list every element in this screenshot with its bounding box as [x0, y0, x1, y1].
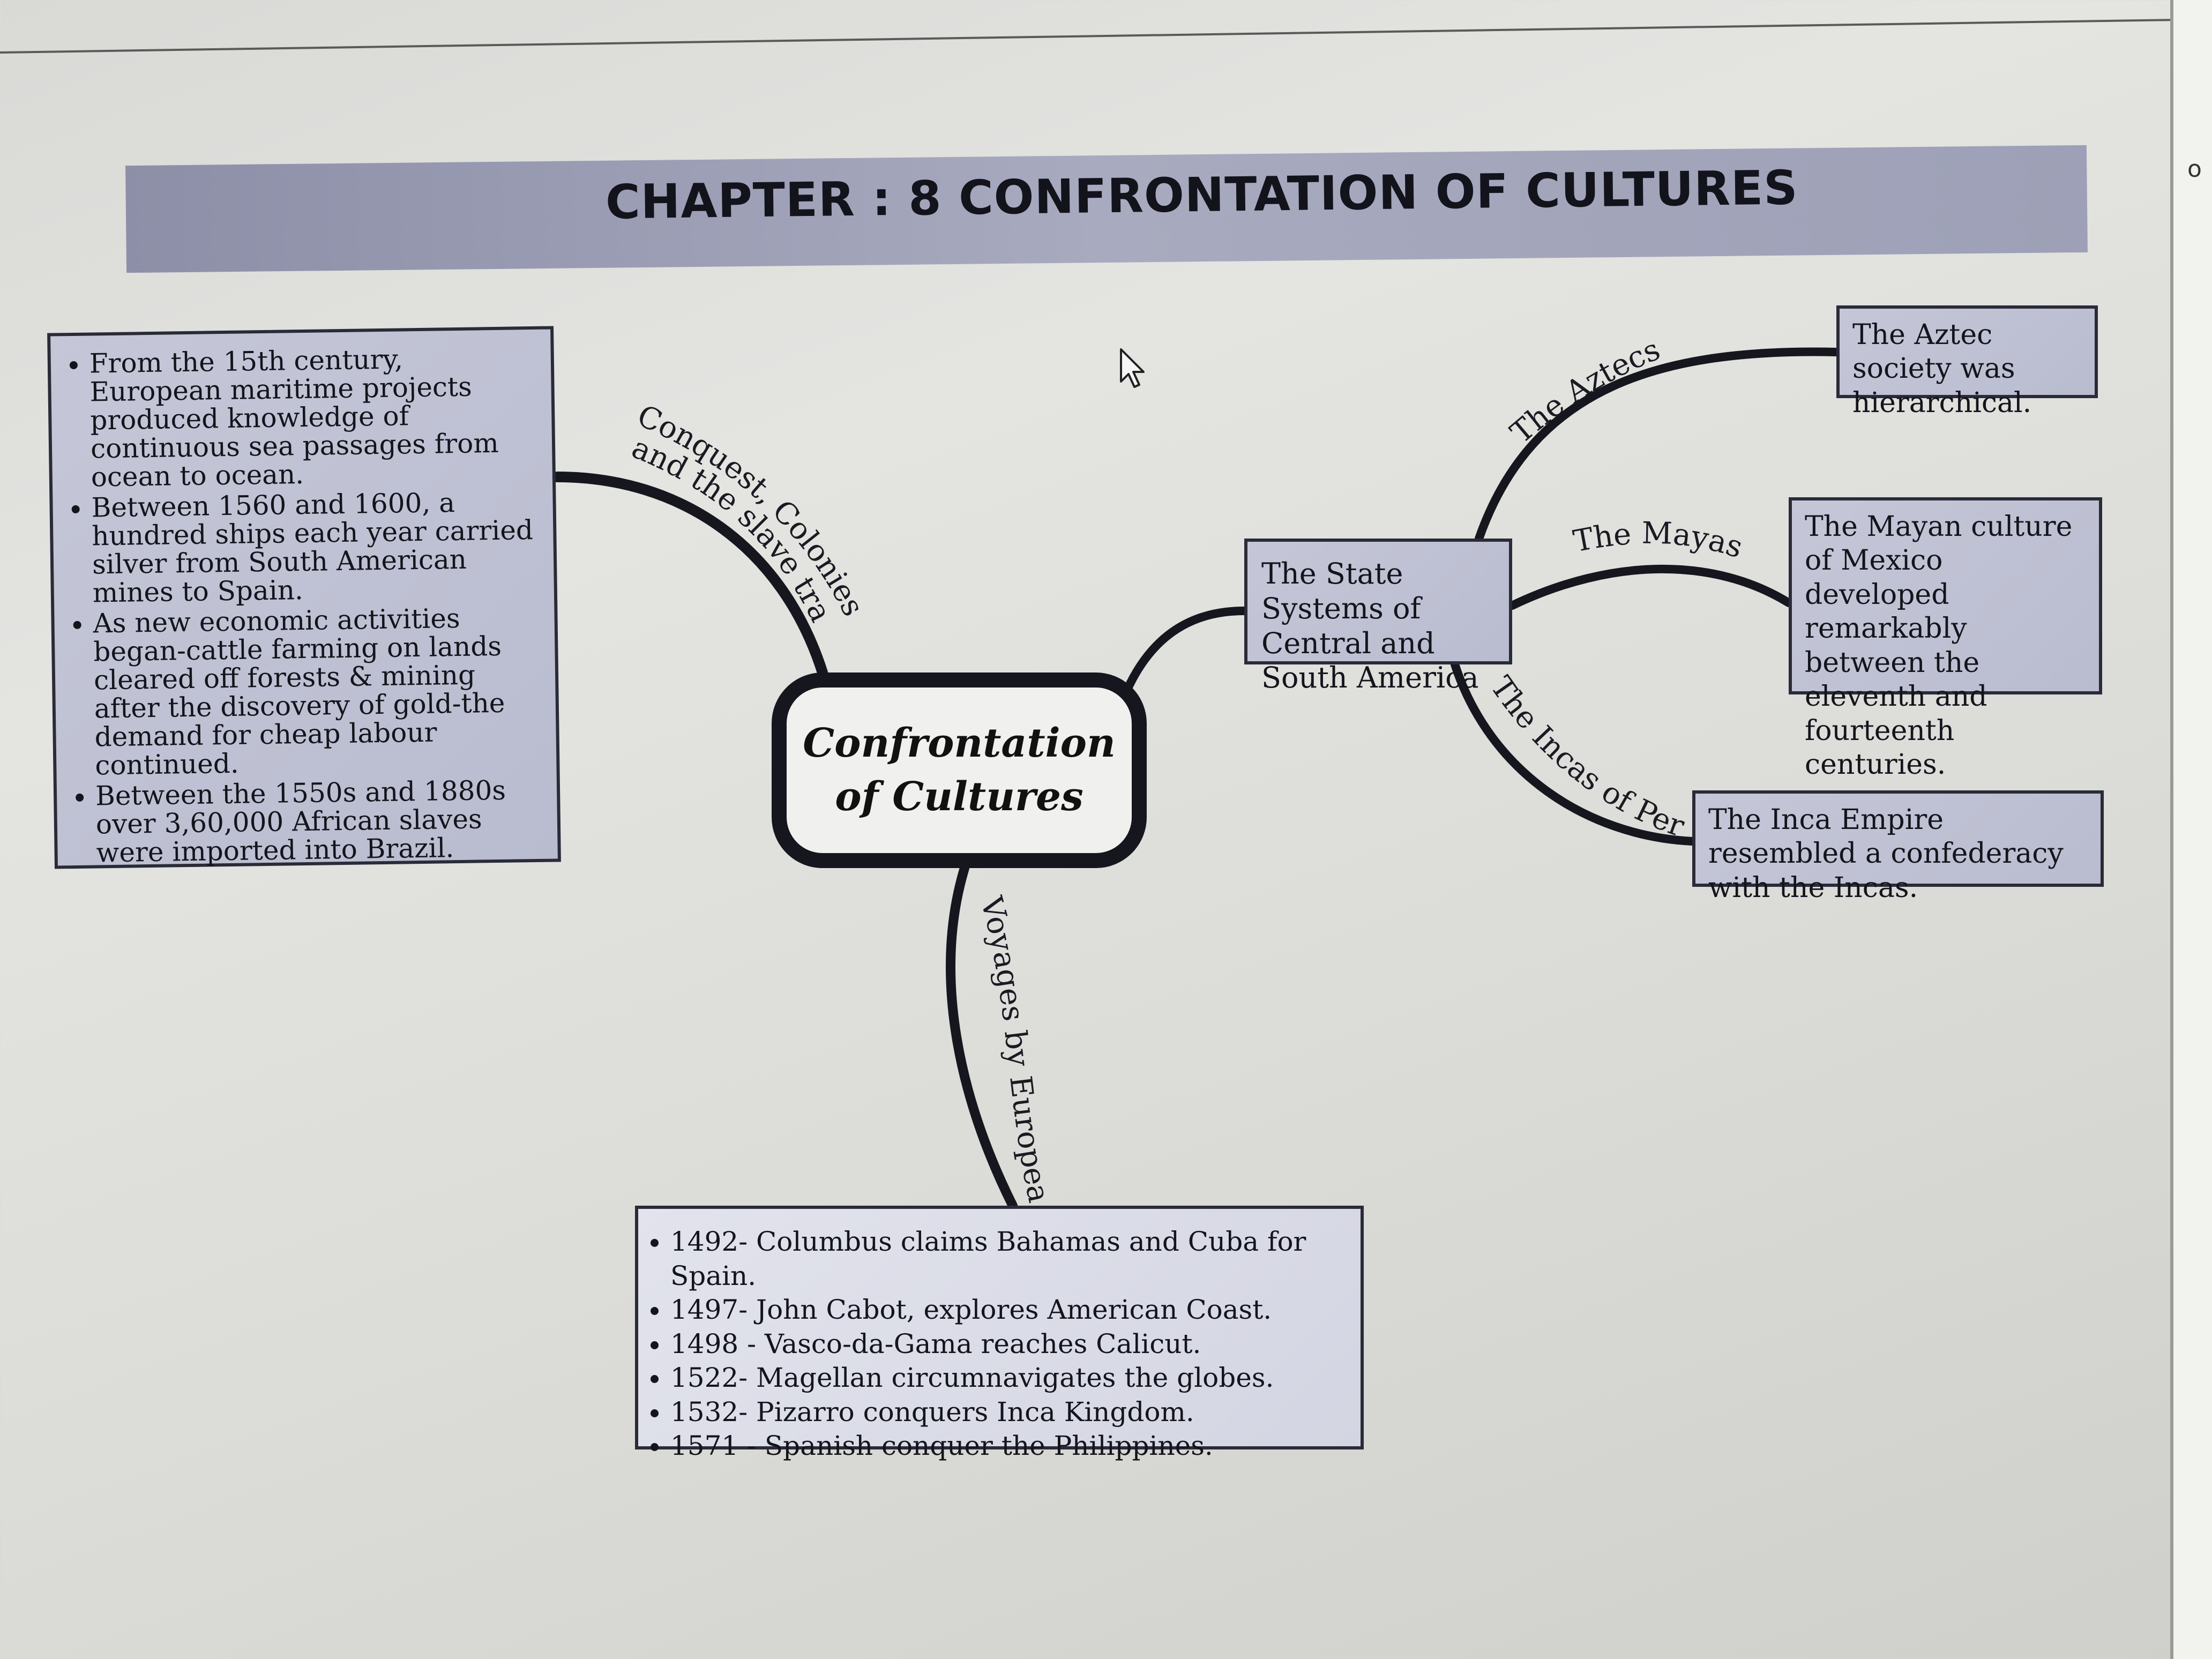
page-right-edge: o [2170, 0, 2212, 1659]
connector-incas [1451, 660, 1697, 846]
central-topic-line-1: Confrontation [803, 720, 1116, 766]
voyages-timeline-box: 1492- Columbus claims Bahamas and Cuba f… [635, 1206, 1364, 1461]
page-top-edge [0, 18, 2212, 54]
timeline-item: 1532- Pizarro conquers Inca Kingdom. [670, 1395, 1350, 1430]
timeline-item: 1492- Columbus claims Bahamas and Cuba f… [670, 1225, 1350, 1293]
state-systems-box: The State Systems of Central and South A… [1244, 539, 1512, 694]
connector-state-systems [1121, 607, 1249, 698]
connector-voyages [946, 863, 1018, 1210]
connector-left-box [552, 472, 828, 678]
timeline-item: 1498 - Vasco-da-Gama reaches Calicut. [670, 1327, 1350, 1362]
branch-label-aztecs: The Aztecs [1504, 332, 1665, 451]
connector-aztecs [1475, 347, 1841, 543]
branch-label-mayas: The Mayas [1571, 516, 1747, 565]
inca-box: The Inca Empire resembled a confederacy … [1692, 790, 2104, 904]
list-item: From the 15th century, European maritime… [89, 343, 542, 492]
timeline-item: 1571 - Spanish conquer the Philippines. [670, 1429, 1350, 1463]
list-item: Between the 1550s and 1880s over 3,60,00… [95, 775, 547, 869]
aztec-box: The Aztec society was hierarchical. [1836, 305, 2098, 419]
list-item: As new economic activities began-cattle … [93, 603, 545, 781]
list-item: Between 1560 and 1600, a hundred ships e… [91, 487, 543, 608]
maya-box: The Mayan culture of Mexico developed re… [1789, 497, 2102, 781]
conquest-info-box: From the 15th century, European maritime… [47, 326, 561, 869]
timeline-item: 1497- John Cabot, explores American Coas… [670, 1293, 1350, 1327]
edge-character: o [2187, 155, 2202, 183]
mouse-cursor-icon [1120, 348, 1145, 388]
central-topic-node: Confrontation of Cultures [772, 672, 1147, 868]
timeline-item: 1522- Magellan circumnavigates the globe… [670, 1361, 1350, 1395]
connector-mayas [1508, 564, 1793, 610]
central-topic-line-2: of Cultures [835, 773, 1083, 820]
